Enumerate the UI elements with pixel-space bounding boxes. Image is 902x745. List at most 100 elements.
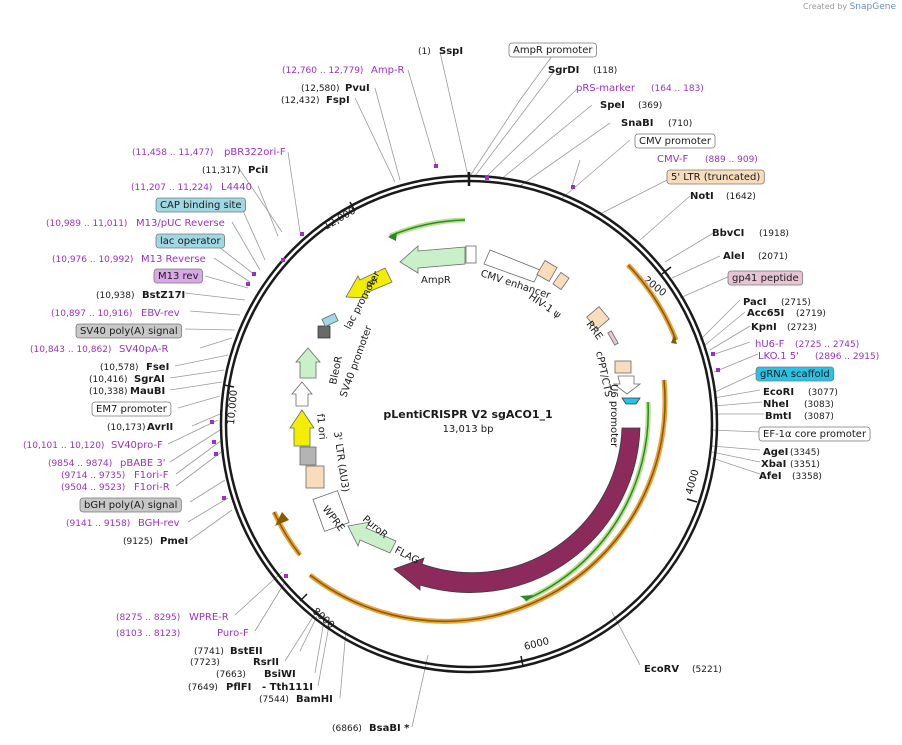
site-pvui: PvuI	[345, 83, 370, 94]
rre-box	[586, 306, 610, 330]
site-position: (12,580)	[301, 84, 340, 94]
ltr-5-box	[536, 260, 558, 282]
site-position: (118)	[593, 66, 617, 76]
site-pmei: PmeI	[160, 536, 188, 547]
site-pcii: PciI	[248, 165, 268, 176]
primer-range: (2896 .. 2915)	[815, 352, 879, 362]
site-ecorv: EcoRV	[644, 664, 679, 675]
site-bsteii: BstEII	[230, 646, 263, 657]
site-sspi: SspI	[439, 46, 463, 57]
feature-grna-scaffold-box	[755, 366, 835, 382]
feat-flag: FLAG	[393, 545, 421, 567]
site-position: (3077)	[808, 388, 838, 398]
primer-range: (11,458 .. 11,477)	[132, 148, 213, 158]
em7-arrow	[291, 381, 313, 407]
primer-marks	[210, 164, 720, 578]
feature-bgh-poly-a-signal-box	[79, 497, 182, 513]
u6-arrow	[612, 375, 642, 395]
primer-f1ori-r: F1ori-R	[134, 482, 170, 493]
feat-ampr: AmpR	[421, 275, 451, 286]
site-fspi: FspI	[326, 95, 350, 106]
feature-ef-1-core-promoter: EF-1α core promoter	[763, 429, 867, 440]
site-position: (3358)	[792, 472, 822, 482]
site-position: (1)	[418, 47, 431, 57]
primer-range: (11,207 .. 11,224)	[131, 183, 212, 193]
site-alei: AleI	[723, 251, 745, 262]
cppt-box	[607, 330, 619, 346]
site-position: (11,317)	[202, 166, 241, 176]
site-position: (2723)	[787, 323, 817, 333]
primer-range: (9854 .. 9874)	[48, 459, 112, 469]
feature-sv40-poly-a-signal-box	[75, 323, 183, 339]
primer-range: (9714 .. 9735)	[61, 471, 125, 481]
snapgene-credit: Created by SnapGene	[803, 2, 896, 12]
primer-range: (10,843 .. 10,862)	[30, 345, 111, 355]
site-paci: PacI	[743, 297, 766, 308]
primer-pbr322ori-f: pBR322ori-F	[224, 147, 286, 158]
site-tth111i: - Tth111I	[262, 682, 313, 693]
credit-prefix: Created by	[803, 2, 848, 11]
primer-range: (10,897 .. 10,916)	[51, 309, 132, 319]
site-noti: NotI	[690, 191, 714, 202]
site-bbvci: BbvCI	[712, 228, 744, 239]
grna-arrow	[621, 397, 641, 405]
site-bmti: BmtI	[765, 411, 792, 422]
primer-range: (9141 .. 9158)	[66, 519, 130, 529]
feat-u6-promoter: U6 promoter	[608, 384, 619, 448]
inner-features	[289, 245, 642, 593]
feature-em7-promoter: EM7 promoter	[96, 404, 168, 415]
site-bamhi: BamHI	[296, 694, 333, 705]
leader-lines	[167, 51, 764, 728]
ltr-3-box	[305, 465, 325, 489]
site-position: (1642)	[726, 192, 756, 202]
site-kpni: KpnI	[751, 322, 777, 333]
feature-5-ltr-truncated: 5' LTR (truncated)	[671, 172, 760, 183]
feature-5-ltr-truncated-box	[666, 169, 765, 185]
site-position: (6866)	[332, 724, 362, 734]
feature-cap-binding-site: CAP binding site	[160, 200, 242, 211]
site-agei: AgeI	[763, 447, 788, 458]
ruler-10000: 10,000	[226, 389, 240, 425]
feature-cap-binding-site-box	[155, 197, 246, 213]
primer-amp-r: Amp-R	[371, 65, 405, 76]
site-bstz17i: BstZ17I	[142, 290, 185, 301]
site-position: (2715)	[781, 298, 811, 308]
site-sgrai: SgrAI	[134, 374, 165, 385]
site-position: (3351)	[790, 460, 820, 470]
site-position: (369)	[638, 101, 662, 111]
primer-range: (9504 .. 9523)	[61, 483, 125, 493]
cppt-cts-box	[614, 360, 632, 374]
ruler-12000: 12,000	[322, 206, 358, 233]
site-position: (5221)	[692, 665, 722, 675]
f1-ori-arrow	[289, 409, 315, 447]
wpre-box	[312, 490, 350, 532]
primer-range: (12,760 .. 12,779)	[282, 66, 363, 76]
site-position: (10,416)	[89, 375, 128, 385]
primer-f1ori-f: F1ori-F	[134, 470, 169, 481]
site-position: (9125)	[123, 537, 153, 547]
primer-puro-f: Puro-F	[217, 628, 249, 639]
lac-box	[321, 312, 339, 328]
site-pflfi: PflFI	[226, 682, 251, 693]
bgh-box	[299, 446, 317, 466]
cas9-arrow	[393, 427, 641, 593]
site-bsiwi: BsiWI	[264, 669, 296, 680]
primer-ebv-rev: EBV-rev	[141, 308, 180, 319]
ruler-4000: 4000	[684, 468, 701, 495]
site-bsabi: BsaBI *	[369, 723, 410, 734]
site-spei: SpeI	[600, 100, 625, 111]
primer-pbabe-3: pBABE 3'	[120, 458, 166, 469]
primer-lko-1-5: LKO.1 5'	[758, 351, 799, 362]
site-position: (10,938)	[96, 291, 135, 301]
site-xbai: XbaI	[761, 459, 786, 470]
psi-box	[552, 271, 570, 291]
plasmid-name: pLentiCRISPR V2 sgACO1_1	[383, 408, 552, 421]
site-sgrdi: SgrDI	[548, 65, 579, 76]
feature-cmv-promoter: CMV promoter	[639, 136, 712, 147]
sv40-promoter-box	[317, 325, 331, 339]
feat-3ltr: 3' LTR (ΔU3)	[331, 431, 350, 493]
primer-prs-marker: pRS-marker	[576, 83, 636, 94]
primer-range: (10,976 .. 10,992)	[52, 255, 133, 265]
